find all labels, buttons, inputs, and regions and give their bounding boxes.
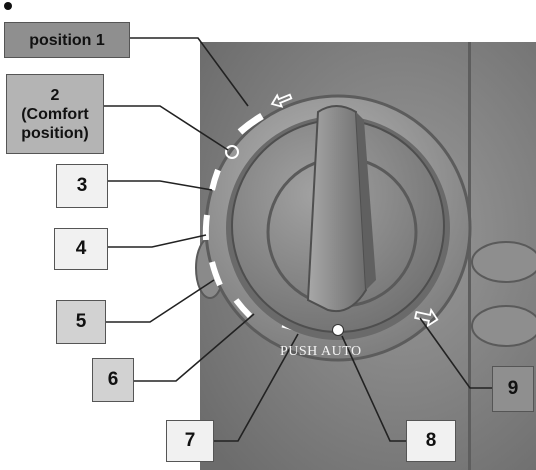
corner-dot [4, 2, 12, 10]
defrost-arrow-icon [270, 93, 293, 108]
detent-mark-position-1 [237, 112, 264, 135]
leader-line-6 [134, 313, 255, 382]
callout-position-1: position 1 [4, 22, 130, 58]
leader-line-5 [106, 279, 215, 323]
detent-mark-5 [209, 261, 223, 287]
detent-mark-6 [233, 298, 253, 319]
leader-line-8 [341, 335, 406, 442]
leader-line-2 [104, 105, 229, 151]
detent-mark-4 [202, 214, 210, 241]
callout-4: 4 [54, 228, 108, 270]
callout-5: 5 [56, 300, 106, 344]
detent-mark-3 [209, 168, 221, 191]
leader-line-4 [108, 234, 207, 248]
callout-8: 8 [406, 420, 456, 462]
push-auto-label: PUSH AUTO [280, 344, 362, 359]
callout-2-comfort-position: 2 (Comfort position) [6, 74, 104, 154]
leader-line-7 [214, 333, 299, 442]
callout-3: 3 [56, 164, 108, 208]
leader-line-3 [108, 180, 213, 191]
comfort-symbol-icon [225, 145, 239, 159]
callout-9: 9 [492, 366, 534, 412]
dial-grip-shadow [356, 112, 376, 290]
leader-line-position-1 [130, 37, 249, 107]
recirculation-arrow-icon [414, 307, 439, 328]
leader-line-9 [419, 317, 492, 389]
panel-seam [468, 42, 471, 470]
side-button-bottom [471, 305, 536, 347]
side-button-top [471, 241, 536, 283]
dial-grip [306, 105, 368, 312]
leader-lines [104, 37, 492, 442]
auto-indicator-dot [332, 324, 344, 336]
callout-6: 6 [92, 358, 134, 402]
callout-7: 7 [166, 420, 214, 462]
